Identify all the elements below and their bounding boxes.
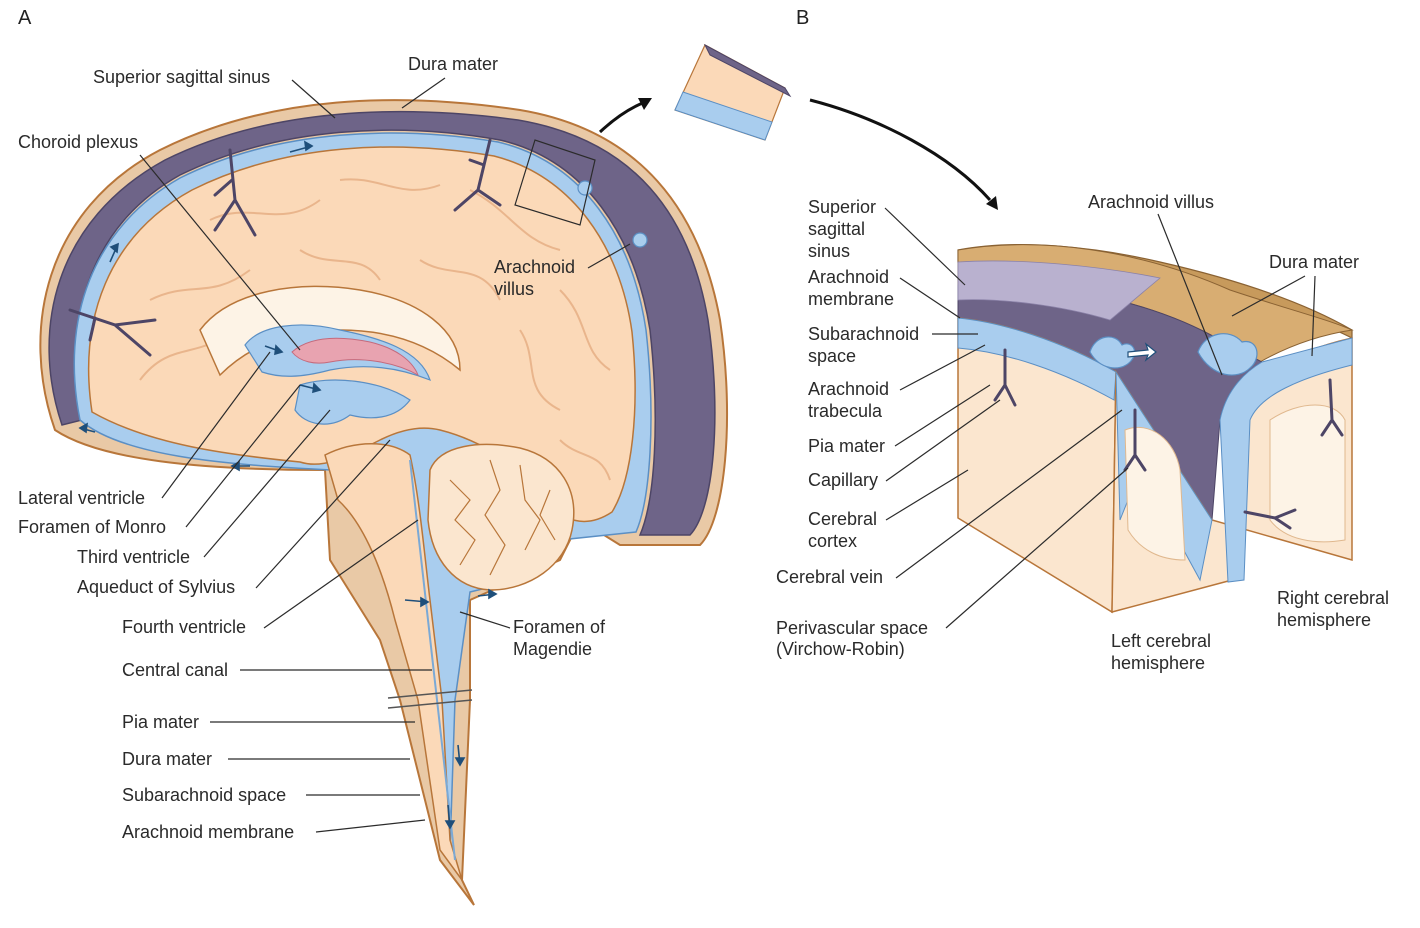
label-b-left-hemisphere-line1: Left cerebral xyxy=(1111,631,1211,651)
label-subarachnoid-space: Subarachnoid space xyxy=(122,785,286,805)
cortex-inner-right xyxy=(1269,404,1346,543)
label-b-perivascular-line2: (Virchow-Robin) xyxy=(776,639,905,659)
small-inset-block xyxy=(674,43,792,141)
label-b-perivascular-line1: Perivascular space xyxy=(776,618,928,638)
label-foramen-of-monro: Foramen of Monro xyxy=(18,517,166,537)
cortical-veins xyxy=(68,138,502,357)
block-vessels xyxy=(993,348,1344,530)
label-arachnoid-membrane: Arachnoid membrane xyxy=(122,822,294,842)
inset-marker-box xyxy=(514,139,596,226)
label-b-subarachnoid-space-line2: space xyxy=(808,346,856,366)
label-b-cerebral-cortex-line1: Cerebral xyxy=(808,509,877,529)
label-b-arachnoid-membrane-line1: Arachnoid xyxy=(808,267,889,287)
label-dura-mater-top: Dura mater xyxy=(408,54,498,74)
label-b-arachnoid-membrane-line2: membrane xyxy=(808,289,894,309)
label-arachnoid-villus-a-line2: villus xyxy=(494,279,534,299)
label-b-pia-mater: Pia mater xyxy=(808,436,885,456)
central-canal-line xyxy=(409,459,456,861)
label-foramen-of-magendie-line1: Foramen of xyxy=(513,617,606,637)
label-dura-mater: Dura mater xyxy=(122,749,212,769)
label-b-arachnoid-villus: Arachnoid villus xyxy=(1088,192,1214,212)
label-b-subarachnoid-space-line1: Subarachnoid xyxy=(808,324,919,344)
label-superior-sagittal-sinus: Superior sagittal sinus xyxy=(93,67,270,87)
panel-label-b: B xyxy=(796,7,809,29)
left-subarachnoid-layer xyxy=(957,317,1117,401)
label-foramen-of-magendie-line2: Magendie xyxy=(513,639,592,659)
cerebellum xyxy=(427,443,575,591)
brain-sagittal-section xyxy=(39,99,729,906)
label-b-arachnoid-trabecula-line1: Arachnoid xyxy=(808,379,889,399)
meninges-block xyxy=(957,244,1354,614)
label-central-canal: Central canal xyxy=(122,660,228,680)
label-lateral-ventricle: Lateral ventricle xyxy=(18,488,145,508)
label-b-arachnoid-trabecula-line2: trabecula xyxy=(808,401,883,421)
arachnoid-villi-a xyxy=(577,180,648,248)
label-b-sss-line1: Superior xyxy=(808,197,876,217)
label-arachnoid-villus-a-line1: Arachnoid xyxy=(494,257,575,277)
label-b-right-hemisphere-line2: hemisphere xyxy=(1277,610,1371,630)
superior-sagittal-sinus-band xyxy=(48,111,716,536)
label-fourth-ventricle: Fourth ventricle xyxy=(122,617,246,637)
panel-link-arrows xyxy=(598,98,998,210)
label-b-capillary: Capillary xyxy=(808,470,878,490)
block-flow-arrows xyxy=(1127,342,1157,362)
cerebellum-folia xyxy=(449,459,556,576)
sinus-light-face xyxy=(957,260,1161,321)
label-b-cerebral-cortex-line2: cortex xyxy=(808,531,857,551)
panel-a-labels: Superior sagittal sinus Dura mater Choro… xyxy=(18,54,631,842)
choroid-plexus-shape xyxy=(291,337,419,377)
label-b-left-hemisphere-line2: hemisphere xyxy=(1111,653,1205,673)
label-aqueduct-of-sylvius: Aqueduct of Sylvius xyxy=(77,577,235,597)
label-pia-mater: Pia mater xyxy=(122,712,199,732)
label-b-cerebral-vein: Cerebral vein xyxy=(776,567,883,587)
label-third-ventricle: Third ventricle xyxy=(77,547,190,567)
panel-label-a: A xyxy=(18,7,32,29)
arachnoid-villi-b xyxy=(1089,333,1258,376)
cord-break-marks xyxy=(387,689,473,709)
brainstem-spinal-cord xyxy=(324,443,463,881)
label-b-right-hemisphere-line1: Right cerebral xyxy=(1277,588,1389,608)
label-b-sss-line3: sinus xyxy=(808,241,850,261)
label-choroid-plexus: Choroid plexus xyxy=(18,132,138,152)
panel-b-labels: Superior sagittal sinus Arachnoid membra… xyxy=(776,192,1389,673)
label-b-dura-mater: Dura mater xyxy=(1269,252,1359,272)
third-ventricle-shape xyxy=(294,379,411,425)
label-b-sss-line2: sagittal xyxy=(808,219,865,239)
midline-csf-channel xyxy=(1219,337,1353,583)
